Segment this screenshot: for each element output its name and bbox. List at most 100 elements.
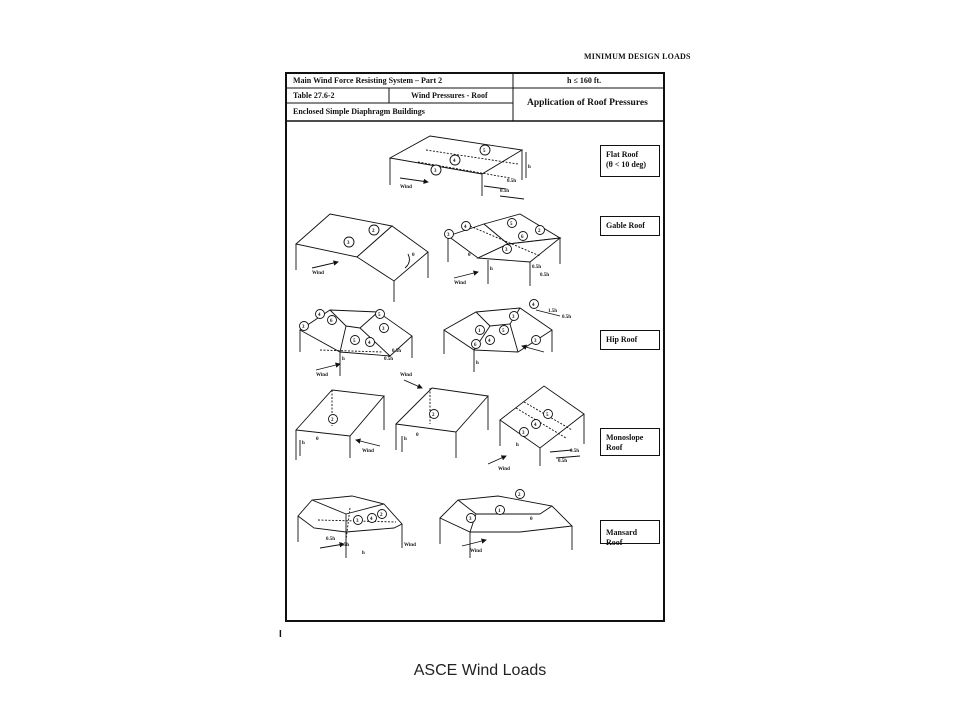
- svg-text:0.5h: 0.5h: [532, 265, 541, 270]
- svg-text:3: 3: [505, 248, 508, 253]
- label-mansard-roof: Mansard Roof: [600, 520, 660, 547]
- svg-text:3: 3: [512, 315, 515, 320]
- svg-text:Wind: Wind: [362, 449, 374, 454]
- monoslope-roof-diagram-right: [487, 385, 585, 466]
- svg-text:h: h: [490, 267, 493, 272]
- svg-text:1: 1: [478, 329, 481, 334]
- svg-text:3: 3: [302, 325, 305, 330]
- svg-text:h: h: [516, 443, 519, 448]
- hip-roof-diagram-right: [443, 299, 561, 372]
- svg-text:h: h: [528, 165, 531, 170]
- monoslope-roof-diagram-mid: [395, 379, 489, 458]
- svg-text:6: 6: [521, 235, 524, 240]
- table-header-grid: [287, 74, 665, 122]
- svg-text:2: 2: [432, 413, 435, 418]
- svg-text:θ: θ: [468, 253, 471, 258]
- svg-text:0.5h: 0.5h: [340, 543, 349, 548]
- svg-text:θ: θ: [530, 517, 533, 522]
- application-title: Application of Roof Pressures: [527, 98, 648, 108]
- svg-text:4: 4: [368, 341, 371, 346]
- svg-text:0.5h: 0.5h: [326, 537, 335, 542]
- diagram-labels: 3 4 5 Wind 0.5h 0.5h h 3 2 Wind θ 3 4 5 …: [302, 149, 579, 556]
- flat-roof-diagram: [388, 135, 527, 200]
- label-gable-roof: Gable Roof: [600, 216, 660, 236]
- svg-text:Wind: Wind: [316, 373, 328, 378]
- height-limit: h ≤ 160 ft.: [567, 76, 602, 85]
- label-flat-roof: Flat Roof (θ < 10 deg): [600, 145, 660, 177]
- label-mansard-roof-line1: Mansard Roof: [606, 528, 638, 547]
- table-number: Table 27.6-2: [293, 91, 335, 100]
- svg-text:θ: θ: [416, 433, 419, 438]
- svg-text:Wind: Wind: [498, 467, 510, 472]
- svg-text:h: h: [404, 437, 407, 442]
- svg-text:Wind: Wind: [470, 549, 482, 554]
- svg-text:4: 4: [488, 339, 491, 344]
- svg-text:h: h: [476, 361, 479, 366]
- svg-text:h: h: [362, 551, 365, 556]
- svg-text:5: 5: [510, 222, 513, 227]
- page-header-note: MINIMUM DESIGN LOADS: [584, 52, 691, 61]
- label-monoslope-roof-line1: Monoslope: [606, 433, 644, 442]
- svg-text:1.5h: 1.5h: [548, 309, 557, 314]
- slide-caption: ASCE Wind Loads: [413, 662, 547, 679]
- svg-text:h: h: [342, 357, 345, 362]
- svg-text:θ: θ: [316, 437, 319, 442]
- svg-text:2: 2: [331, 418, 334, 423]
- monoslope-roof-diagram-left: [295, 389, 385, 460]
- svg-text:4: 4: [464, 225, 467, 230]
- svg-text:0.5h: 0.5h: [562, 315, 571, 320]
- label-monoslope-roof-line2: Roof: [606, 443, 623, 452]
- label-monoslope-roof: Monoslope Roof: [600, 428, 660, 456]
- svg-text:5: 5: [483, 149, 486, 154]
- svg-text:4: 4: [534, 423, 537, 428]
- svg-text:h: h: [302, 441, 305, 446]
- svg-text:3: 3: [356, 519, 359, 524]
- gable-roof-diagram-right: [444, 213, 562, 286]
- svg-text:Wind: Wind: [454, 281, 466, 286]
- table-subtitle: Wind Pressures - Roof: [411, 91, 488, 100]
- svg-text:Wind: Wind: [400, 185, 412, 190]
- svg-text:Wind: Wind: [312, 271, 324, 276]
- svg-text:0.5h: 0.5h: [540, 273, 549, 278]
- svg-text:0.5h: 0.5h: [500, 189, 509, 194]
- svg-text:0.5h: 0.5h: [558, 459, 567, 464]
- svg-text:5: 5: [378, 313, 381, 318]
- svg-text:5: 5: [353, 339, 356, 344]
- svg-text:6: 6: [474, 343, 477, 348]
- document-page: Main Wind Force Resisting System – Part …: [285, 72, 665, 622]
- svg-text:4: 4: [318, 313, 321, 318]
- svg-text:0.5h: 0.5h: [570, 449, 579, 454]
- svg-text:2: 2: [380, 513, 383, 518]
- svg-text:3: 3: [447, 233, 450, 238]
- svg-text:3: 3: [347, 241, 350, 246]
- hip-roof-diagram-left: [299, 309, 413, 376]
- mansard-roof-diagram-left: [297, 495, 403, 558]
- svg-text:0.5h: 0.5h: [507, 179, 516, 184]
- footnote-mark: I: [279, 629, 282, 640]
- table-title: Main Wind Force Resisting System – Part …: [293, 76, 443, 85]
- label-flat-roof-line2: (θ < 10 deg): [606, 160, 647, 169]
- svg-text:2: 2: [518, 493, 521, 498]
- svg-text:3: 3: [382, 327, 385, 332]
- svg-text:4: 4: [453, 159, 456, 164]
- svg-text:1: 1: [498, 509, 501, 514]
- svg-text:Wind: Wind: [404, 543, 416, 548]
- label-gable-roof-line1: Gable Roof: [606, 221, 645, 230]
- svg-text:3: 3: [522, 431, 525, 436]
- svg-text:3: 3: [534, 339, 537, 344]
- svg-text:4: 4: [370, 517, 373, 522]
- svg-text:Wind: Wind: [400, 373, 412, 378]
- gable-roof-diagram-left: [295, 213, 429, 302]
- svg-text:2: 2: [372, 229, 375, 234]
- svg-text:θ: θ: [412, 253, 415, 258]
- svg-text:0.5h: 0.5h: [384, 357, 393, 362]
- building-type: Enclosed Simple Diaphragm Buildings: [293, 107, 425, 116]
- svg-text:4: 4: [532, 303, 535, 308]
- svg-text:0.5h: 0.5h: [392, 349, 401, 354]
- svg-text:6: 6: [330, 319, 333, 324]
- label-hip-roof-line1: Hip Roof: [606, 335, 638, 344]
- mansard-roof-diagram-right: [439, 489, 573, 558]
- svg-text:5: 5: [502, 329, 505, 334]
